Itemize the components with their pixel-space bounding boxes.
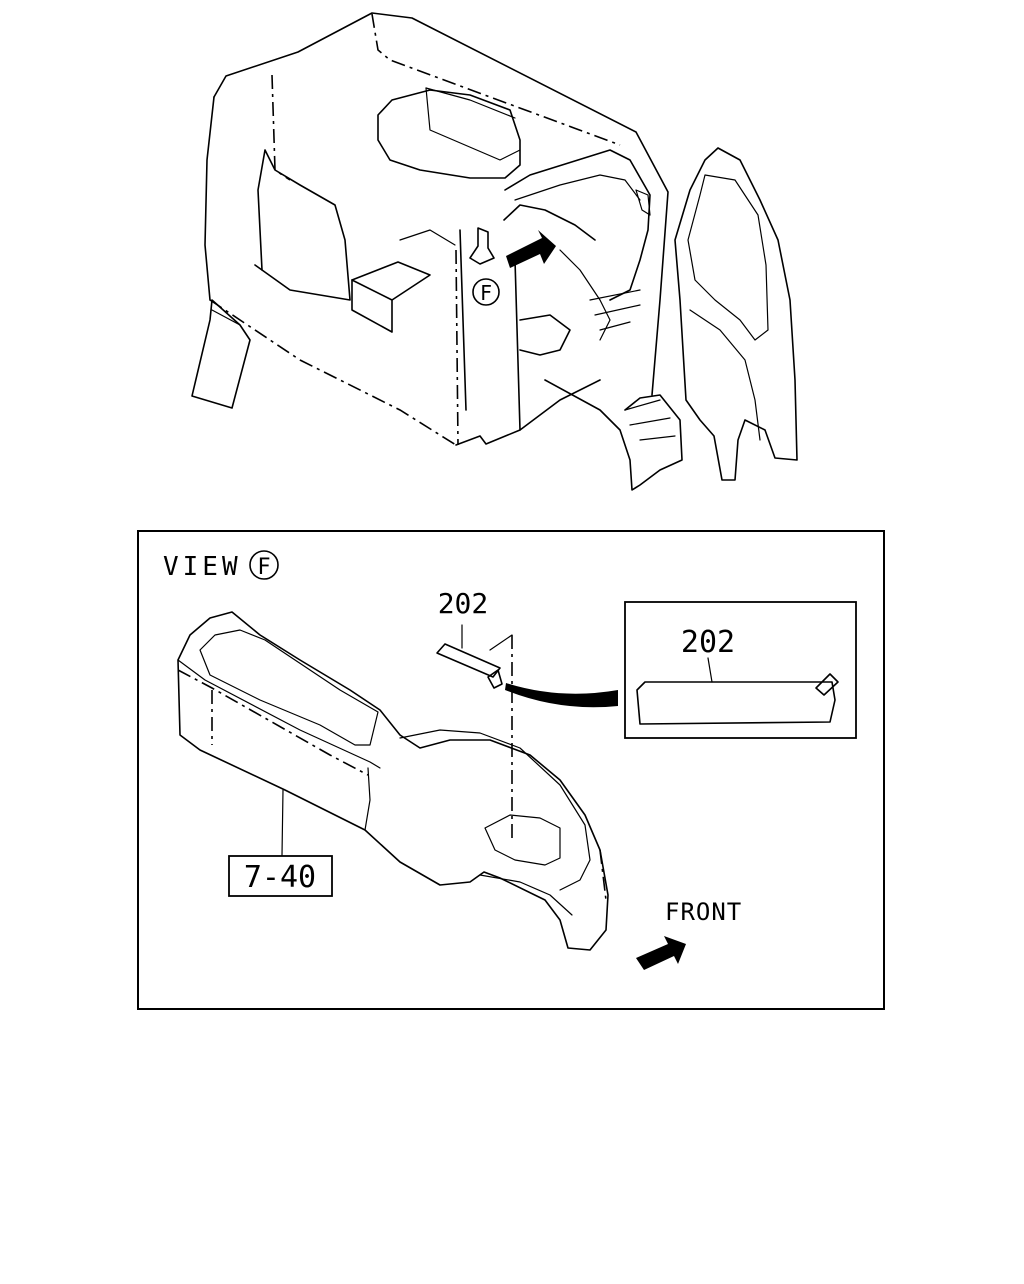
vehicle-interior-overview: F bbox=[191, 12, 798, 491]
view-detail-frame bbox=[137, 530, 885, 1010]
inset-detail: 202 bbox=[624, 601, 857, 739]
front-arrow-icon bbox=[636, 936, 686, 970]
view-label: VIEW bbox=[163, 552, 242, 582]
reference-callout: 7-40 bbox=[228, 789, 333, 897]
detail-view-marker: F bbox=[257, 555, 270, 580]
front-indicator: FRONT bbox=[636, 898, 742, 970]
front-label: FRONT bbox=[665, 898, 742, 926]
overview-view-marker: F bbox=[480, 281, 492, 305]
part-202: 202 bbox=[436, 587, 513, 840]
inset-part-number-202: 202 bbox=[681, 625, 735, 660]
console-assembly bbox=[177, 611, 609, 951]
callout-pointer bbox=[505, 683, 618, 708]
reference-box bbox=[228, 855, 333, 897]
reference-label: 7-40 bbox=[244, 860, 316, 895]
inset-frame bbox=[624, 601, 857, 739]
view-direction-arrow-icon bbox=[506, 230, 556, 268]
part-number-202: 202 bbox=[438, 587, 489, 620]
view-heading: VIEW F bbox=[163, 550, 279, 582]
